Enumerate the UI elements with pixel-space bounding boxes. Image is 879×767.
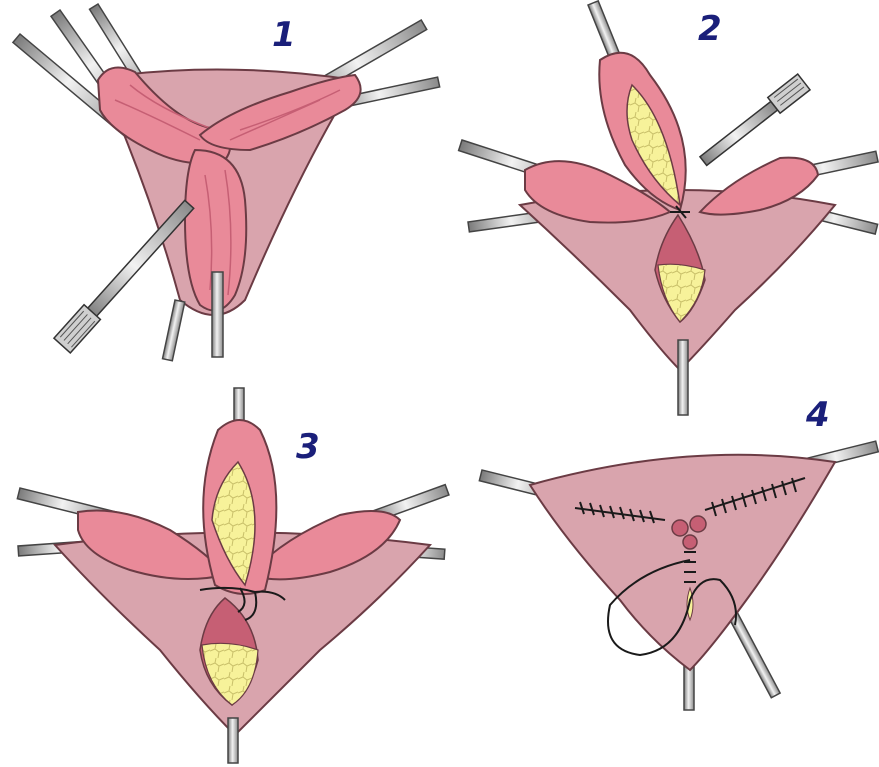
panel-number-2: 2 [698,9,722,49]
panel-3: 3 [17,388,449,763]
panel-4: 4 [479,395,878,710]
retractor-1-lower [212,272,223,357]
panel-2: 2 [459,1,879,415]
panel-number-3: 3 [296,427,320,467]
panel-number-1: 1 [272,15,296,55]
panel-1: 1 [13,4,440,361]
panel-number-4: 4 [805,395,830,435]
scalpel-2 [697,74,810,169]
